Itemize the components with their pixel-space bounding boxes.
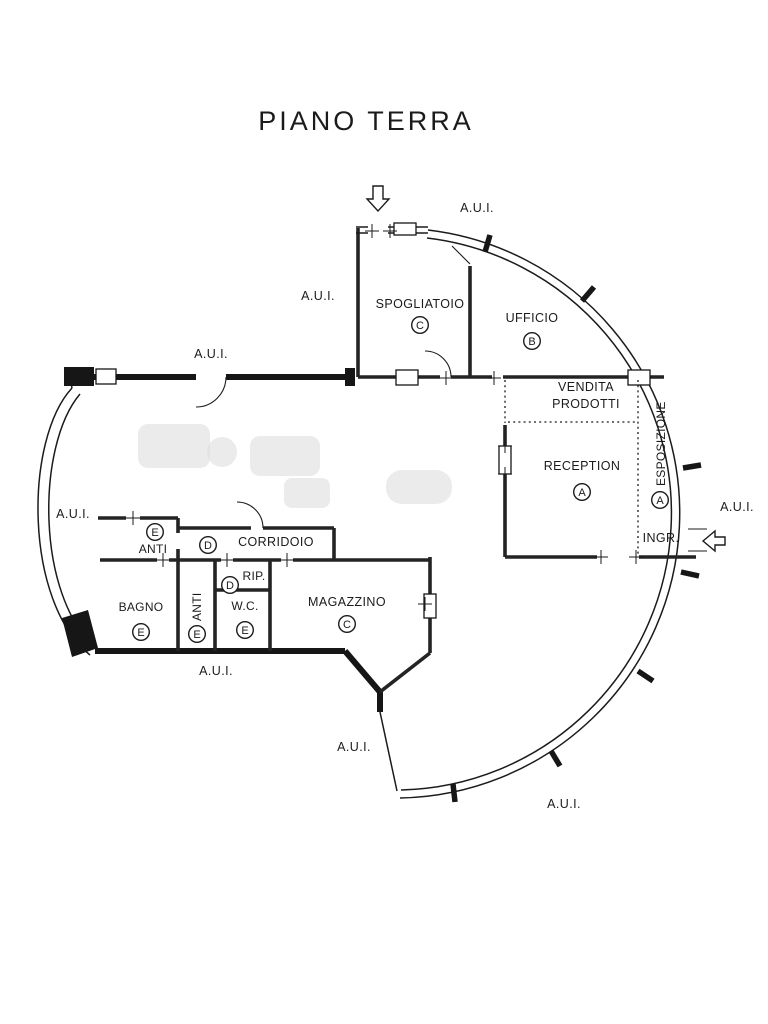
badge-ufficio: B [522, 331, 542, 351]
badge-letter: A [656, 495, 664, 507]
badge-esposizione: A [650, 490, 670, 510]
badge-letter: D [204, 540, 212, 552]
badge-letter: E [137, 627, 144, 639]
facade-mullion-ticks [450, 234, 702, 803]
entrance-arrow-east [701, 529, 726, 553]
aui-label-east: A.U.I. [720, 500, 754, 514]
badge-letter: E [241, 625, 248, 637]
partition-walls [98, 228, 696, 694]
curved-facade [399, 229, 681, 799]
badge-letter: C [343, 619, 351, 631]
badge-letter: E [151, 527, 158, 539]
room-label-ufficio: UFFICIO [506, 311, 559, 325]
room-label-bagno: BAGNO [119, 600, 164, 614]
badge-letter: E [193, 629, 200, 641]
badge-rip: D [220, 575, 240, 595]
room-label-magazzino: MAGAZZINO [308, 595, 386, 609]
room-label-reception: RECEPTION [544, 459, 621, 473]
badge-anti-lower: E [187, 624, 207, 644]
badge-letter: D [226, 580, 234, 592]
aui-label-south: A.U.I. [337, 740, 371, 754]
thin-exterior-lines [356, 226, 428, 792]
aui-label-southeast: A.U.I. [547, 797, 581, 811]
drafting-cross-marks [126, 224, 643, 611]
badge-corridoio: D [198, 535, 218, 555]
aui-label-northwest: A.U.I. [194, 347, 228, 361]
aui-label-southwest: A.U.I. [199, 664, 233, 678]
door-swings [195, 245, 471, 529]
badge-letter: C [416, 320, 424, 332]
badge-letter: A [578, 487, 586, 499]
room-label-wc: W.C. [231, 599, 258, 613]
badge-bagno: E [131, 622, 151, 642]
room-label-ingresso: INGR. [643, 531, 680, 545]
badge-wc: E [235, 620, 255, 640]
faded-furniture [138, 424, 452, 508]
wall-masses [62, 367, 355, 657]
room-label-spogliatoio: SPOGLIATOIO [376, 297, 465, 311]
aui-label-west: A.U.I. [56, 507, 90, 521]
room-label-anti-lower: ANTI [190, 592, 204, 621]
room-label-corridoio: CORRIDOIO [238, 535, 314, 549]
aui-labels: A.U.I. A.U.I. A.U.I. A.U.I. A.U.I. A.U.I… [56, 201, 754, 811]
badge-anti-upper: E [145, 522, 165, 542]
dotted-partitions [504, 380, 639, 555]
wall-openings [95, 222, 651, 619]
aui-label-upper-west: A.U.I. [301, 289, 335, 303]
room-label-anti-upper: ANTI [139, 542, 168, 556]
badge-spogliatoio: C [410, 315, 430, 335]
badge-reception: A [572, 482, 592, 502]
badge-letter: B [528, 336, 535, 348]
structural-walls [70, 374, 383, 712]
room-label-esposizione: ESPOSIZIONE [654, 401, 668, 486]
room-label-vendita-line2: PRODOTTI [552, 397, 620, 411]
room-label-rip: RIP. [243, 569, 266, 583]
room-label-vendita-line1: VENDITA [558, 380, 614, 394]
page-title: PIANO TERRA [258, 106, 474, 136]
aui-label-top: A.U.I. [460, 201, 494, 215]
room-labels: SPOGLIATOIO C UFFICIO B VENDITA PRODOTTI… [119, 297, 680, 644]
entrance-arrow-top [365, 185, 391, 213]
east-entrance-gap [688, 527, 708, 555]
badge-magazzino: C [337, 614, 357, 634]
